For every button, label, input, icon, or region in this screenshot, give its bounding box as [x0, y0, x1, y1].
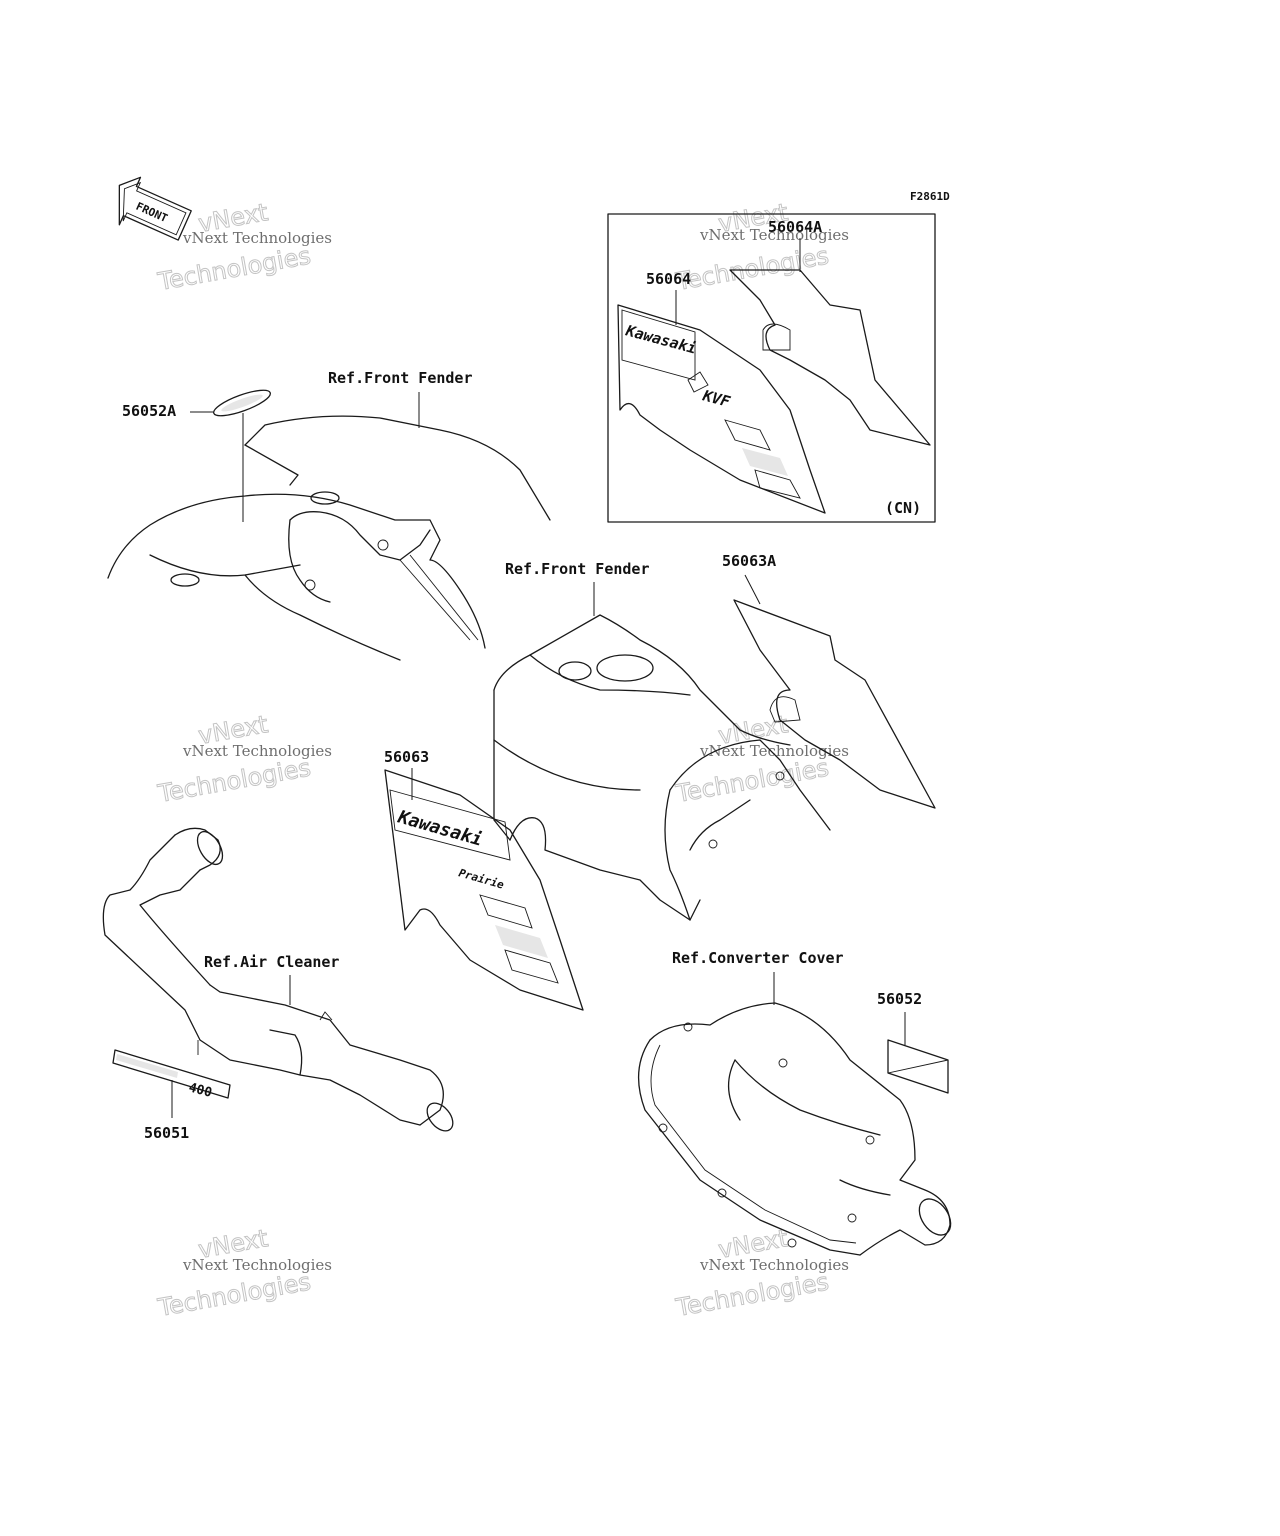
- badge-displacement-text: 400: [187, 1080, 214, 1101]
- watermark-bottom: Technologies: [155, 242, 313, 297]
- callout-ref-converter-cover: Ref.Converter Cover: [672, 949, 844, 967]
- front-fender-top: [107, 389, 551, 661]
- watermark: vNext vNext Technologies Technologies: [673, 198, 849, 297]
- cn-inset-label: (CN): [885, 499, 921, 517]
- callout-56063a: 56063A: [722, 552, 776, 570]
- emblem-56052a: [213, 389, 271, 417]
- watermark-bottom: Technologies: [673, 242, 831, 297]
- watermark-middle: vNext Technologies: [699, 1256, 849, 1274]
- watermark-bottom: Technologies: [155, 1268, 313, 1323]
- watermark-middle: vNext Technologies: [699, 742, 849, 760]
- callout-56052a: 56052A: [122, 402, 176, 420]
- badge-56051: 400: [112, 1049, 231, 1118]
- converter-cover: [637, 972, 952, 1256]
- decal-56064a: [729, 269, 931, 446]
- watermark: vNext vNext Technologies Technologies: [155, 1224, 332, 1323]
- figure-code: F2861D: [910, 190, 950, 203]
- watermark-middle: vNext Technologies: [699, 226, 849, 244]
- callout-56064: 56064: [646, 270, 691, 288]
- callout-56064a: 56064A: [768, 218, 822, 236]
- callout-ref-front-fender-2: Ref.Front Fender: [505, 560, 650, 578]
- decal-56063: Kawasaki Prairie: [384, 768, 584, 1011]
- watermark: vNext vNext Technologies Technologies: [155, 198, 332, 297]
- callout-56051: 56051: [144, 1124, 189, 1142]
- watermark-middle: vNext Technologies: [182, 1256, 332, 1274]
- label-56052: [887, 1012, 949, 1094]
- decal-56064: Kawasaki KVF: [617, 304, 826, 514]
- callout-ref-front-fender-1: Ref.Front Fender: [328, 369, 473, 387]
- watermark-middle: vNext Technologies: [182, 742, 332, 760]
- decal-prairie-text: Prairie: [457, 866, 506, 891]
- watermark-bottom: Technologies: [673, 1268, 831, 1323]
- callout-ref-air-cleaner: Ref.Air Cleaner: [204, 953, 339, 971]
- decal-kvf-text: KVF: [700, 386, 733, 411]
- callout-56063: 56063: [384, 748, 429, 766]
- air-cleaner-duct: [102, 827, 454, 1132]
- front-fender-center: [493, 582, 831, 921]
- watermark: vNext vNext Technologies Technologies: [673, 1224, 849, 1323]
- watermark: vNext vNext Technologies Technologies: [155, 710, 332, 809]
- watermark-middle: vNext Technologies: [182, 229, 332, 247]
- callout-56052: 56052: [877, 990, 922, 1008]
- decal-56063a: [733, 574, 936, 809]
- watermark-bottom: Technologies: [155, 754, 313, 809]
- front-arrow-icon: FRONT: [118, 176, 192, 241]
